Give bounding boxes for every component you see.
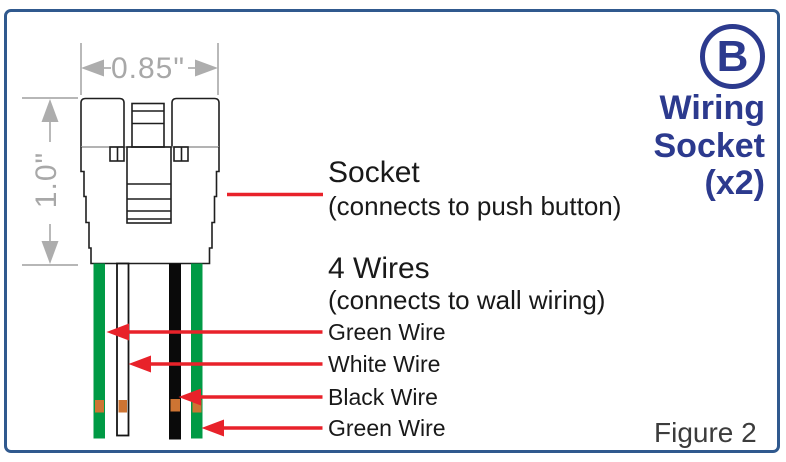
socket-plunger: [131, 102, 165, 148]
arrow-left-icon: [106, 323, 129, 341]
figure-caption: Figure 2: [654, 417, 757, 448]
panel-title-line-3: (x2): [704, 164, 765, 202]
wires-callout-title: 4 Wires: [328, 252, 430, 285]
width-dimension: [80, 43, 219, 95]
wire-band-1: [95, 400, 104, 413]
wire-label-white: White Wire: [328, 350, 441, 377]
wire-band-3: [170, 399, 180, 412]
panel-title: Wiring Socket (x2): [653, 89, 766, 203]
height-dimension-label: 1.0": [30, 151, 63, 209]
wire-arrow-black: [178, 388, 323, 406]
dim-arrow-down-icon: [41, 241, 59, 264]
wire-label-green-2: Green Wire: [328, 414, 446, 441]
wire-label-green-1: Green Wire: [328, 318, 446, 345]
figure-border: [4, 9, 780, 453]
panel-title-line-1: Wiring: [659, 89, 765, 127]
dim-arrow-left-icon: [81, 59, 104, 77]
wire-label-black: Black Wire: [328, 383, 438, 410]
width-dimension-label: 0.85": [110, 52, 186, 85]
wire-arrow-white: [128, 355, 323, 373]
white-wire: [116, 262, 130, 437]
socket-top-right-block: [171, 97, 220, 147]
green-wire-1: [93, 263, 105, 439]
black-wire: [169, 263, 181, 440]
panel-title-line-2: Socket: [653, 126, 766, 165]
height-dimension: [22, 97, 78, 266]
socket-top-left-block: [80, 97, 125, 147]
socket-drawing: [80, 97, 220, 265]
socket-callout-title: Socket: [328, 156, 420, 189]
arrow-left-icon: [128, 355, 151, 373]
green-wire-2: [191, 263, 203, 439]
wires-callout-subtitle: (connects to wall wiring): [328, 285, 606, 315]
dim-arrow-right-icon: [195, 59, 218, 77]
socket-callout-subtitle: (connects to push button): [328, 191, 622, 221]
wires-group: [93, 262, 203, 440]
wire-band-2: [118, 400, 127, 413]
arrow-left-icon: [178, 388, 201, 406]
wire-arrow-green-2: [201, 419, 323, 437]
step-badge: B: [700, 24, 765, 89]
step-badge-letter: B: [716, 31, 749, 81]
arrow-left-icon: [201, 419, 224, 437]
wire-arrow-green-1: [106, 323, 323, 341]
wire-band-4: [192, 400, 202, 413]
socket-stem: [126, 146, 172, 224]
dim-arrow-up-icon: [41, 99, 59, 122]
socket-body: [80, 147, 220, 265]
